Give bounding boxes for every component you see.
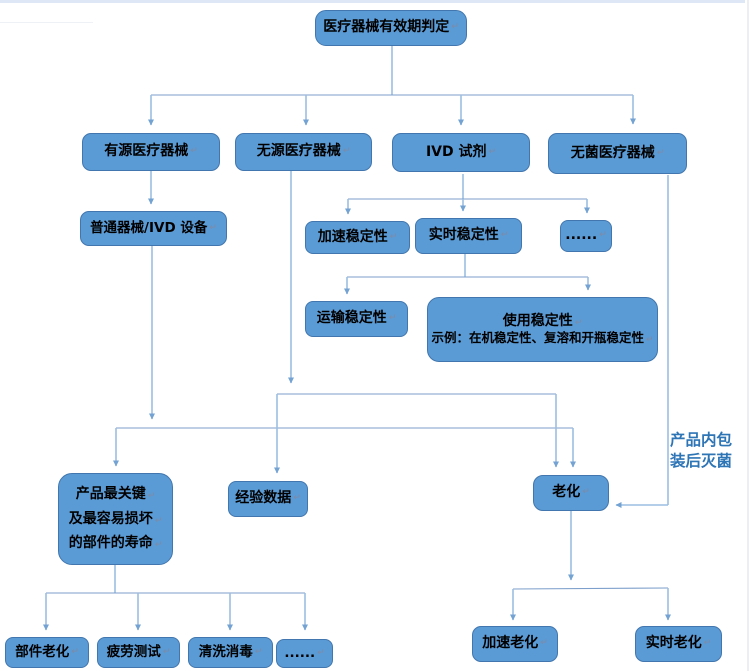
return-mark: ↵ — [342, 146, 351, 157]
node-part-aging: 部件老化↵ — [5, 637, 89, 668]
node-ordinary-label: 普通器械/IVD 设备 — [90, 220, 208, 237]
annotation-line-1: 产品内包 — [670, 431, 733, 449]
node-accelerated-stability: 加速稳定性↵ — [305, 221, 410, 254]
node-realtime-stability: 实时稳定性↵ — [415, 218, 522, 254]
return-mark: ↵ — [190, 146, 198, 157]
return-mark: ↵ — [154, 515, 163, 526]
node-realtime-aging: 实时老化↵ — [635, 626, 722, 662]
node-stability-ellipsis: ......↵ — [560, 220, 612, 252]
node-active-label: 有源医疗器械 — [104, 143, 189, 160]
node-stability-ellipsis-label: ...... — [565, 227, 598, 244]
node-aging: 老化↵ — [533, 475, 609, 511]
node-critical-text-1: 产品最关键 — [75, 486, 146, 503]
node-experience-data: 经验数据↵ — [228, 481, 308, 517]
return-mark: ↵ — [645, 335, 654, 346]
annotation-line-2: 装后灭菌 — [670, 451, 733, 470]
node-fatigue-label: 疲劳测试 — [106, 644, 161, 661]
node-ordinary-device: 普通器械/IVD 设备↵ — [80, 211, 227, 246]
node-ivd-label: IVD 试剂 — [425, 143, 487, 160]
node-use-stab-example-row: 示例：在机稳定性、复溶和开瓶稳定性↵ — [431, 330, 653, 346]
node-realtime-aging-label: 实时老化 — [645, 635, 702, 652]
node-use-stab-label: 使用稳定性 — [502, 312, 573, 329]
node-transport-stab-label: 运输稳定性 — [316, 310, 387, 327]
node-experience-label: 经验数据 — [235, 490, 292, 507]
node-use-stab-title-row: 使用稳定性↵ — [503, 313, 583, 331]
node-accel-aging-label: 加速老化 — [482, 635, 539, 652]
node-ivd-reagent: IVD 试剂↵ — [392, 133, 530, 172]
edge-rail-589 — [512, 587, 669, 590]
faint-line-artifact — [0, 22, 93, 23]
return-mark: ↵ — [317, 647, 325, 658]
node-critical-text-3: 的部件的寿命 — [68, 535, 153, 552]
node-sterile-device: 无菌医疗器械↵ — [548, 133, 687, 174]
return-mark: ↵ — [388, 313, 397, 324]
node-critical-line-2: 及最容易损坏↵ — [69, 507, 163, 532]
return-mark: ↵ — [254, 646, 263, 657]
return-mark: ↵ — [500, 230, 509, 241]
node-fatigue-test: 疲劳测试↵ — [97, 637, 180, 668]
window-top-edge-artifact — [0, 0, 745, 3]
return-mark: ↵ — [147, 491, 156, 502]
node-accelerated-aging: 加速老化↵ — [472, 626, 558, 662]
return-mark: ↵ — [209, 222, 217, 233]
return-mark: ↵ — [162, 646, 171, 657]
node-part-aging-label: 部件老化 — [15, 644, 70, 661]
node-cleaning-label: 清洗消毒 — [198, 644, 253, 661]
node-use-stability: 使用稳定性↵ 示例：在机稳定性、复溶和开瓶稳定性↵ — [427, 297, 658, 362]
node-bottom-ellipsis: ......↵ — [276, 639, 333, 668]
return-mark: ↵ — [154, 540, 163, 551]
return-mark: ↵ — [451, 22, 459, 33]
node-critical-line-1: 产品最关键↵ — [76, 482, 156, 507]
node-sterile-label: 无菌医疗器械 — [570, 144, 655, 161]
node-root-label: 医疗器械有效期判定 — [323, 19, 450, 36]
return-mark: ↵ — [293, 493, 301, 504]
node-use-stab-example: 示例：在机稳定性、复溶和开瓶稳定性 — [431, 330, 644, 346]
node-critical-line-3: 的部件的寿命↵ — [69, 531, 163, 556]
node-accel-stab-label: 加速稳定性 — [317, 228, 388, 245]
node-root: 医疗器械有效期判定↵ — [315, 10, 467, 46]
node-transport-stability: 运输稳定性↵ — [305, 301, 408, 337]
node-active-device: 有源医疗器械↵ — [82, 133, 220, 171]
window-right-edge-artifact — [747, 0, 749, 671]
node-passive-label: 无源医疗器械 — [256, 143, 341, 160]
return-mark: ↵ — [389, 231, 398, 242]
node-critical-parts-life: 产品最关键↵ 及最容易损坏↵ 的部件的寿命↵ — [58, 473, 173, 565]
return-mark: ↵ — [703, 638, 712, 649]
node-critical-text-2: 及最容易损坏 — [68, 510, 153, 527]
node-realtime-stab-label: 实时稳定性 — [428, 227, 499, 244]
node-cleaning-disinfection: 清洗消毒↵ — [188, 637, 273, 668]
annotation-sterilized-after-packaging: 产品内包 装后灭菌 — [670, 430, 746, 472]
return-mark: ↵ — [488, 146, 497, 157]
node-aging-label: 老化 — [552, 484, 581, 501]
node-bottom-ellipsis-label: ...... — [284, 645, 316, 662]
return-mark: ↵ — [540, 638, 548, 649]
return-mark: ↵ — [656, 147, 665, 158]
return-mark: ↵ — [71, 646, 79, 657]
return-mark: ↵ — [582, 487, 590, 498]
return-mark: ↵ — [574, 317, 583, 328]
return-mark: ↵ — [599, 230, 607, 241]
node-passive-device: 无源医疗器械↵ — [235, 133, 372, 171]
